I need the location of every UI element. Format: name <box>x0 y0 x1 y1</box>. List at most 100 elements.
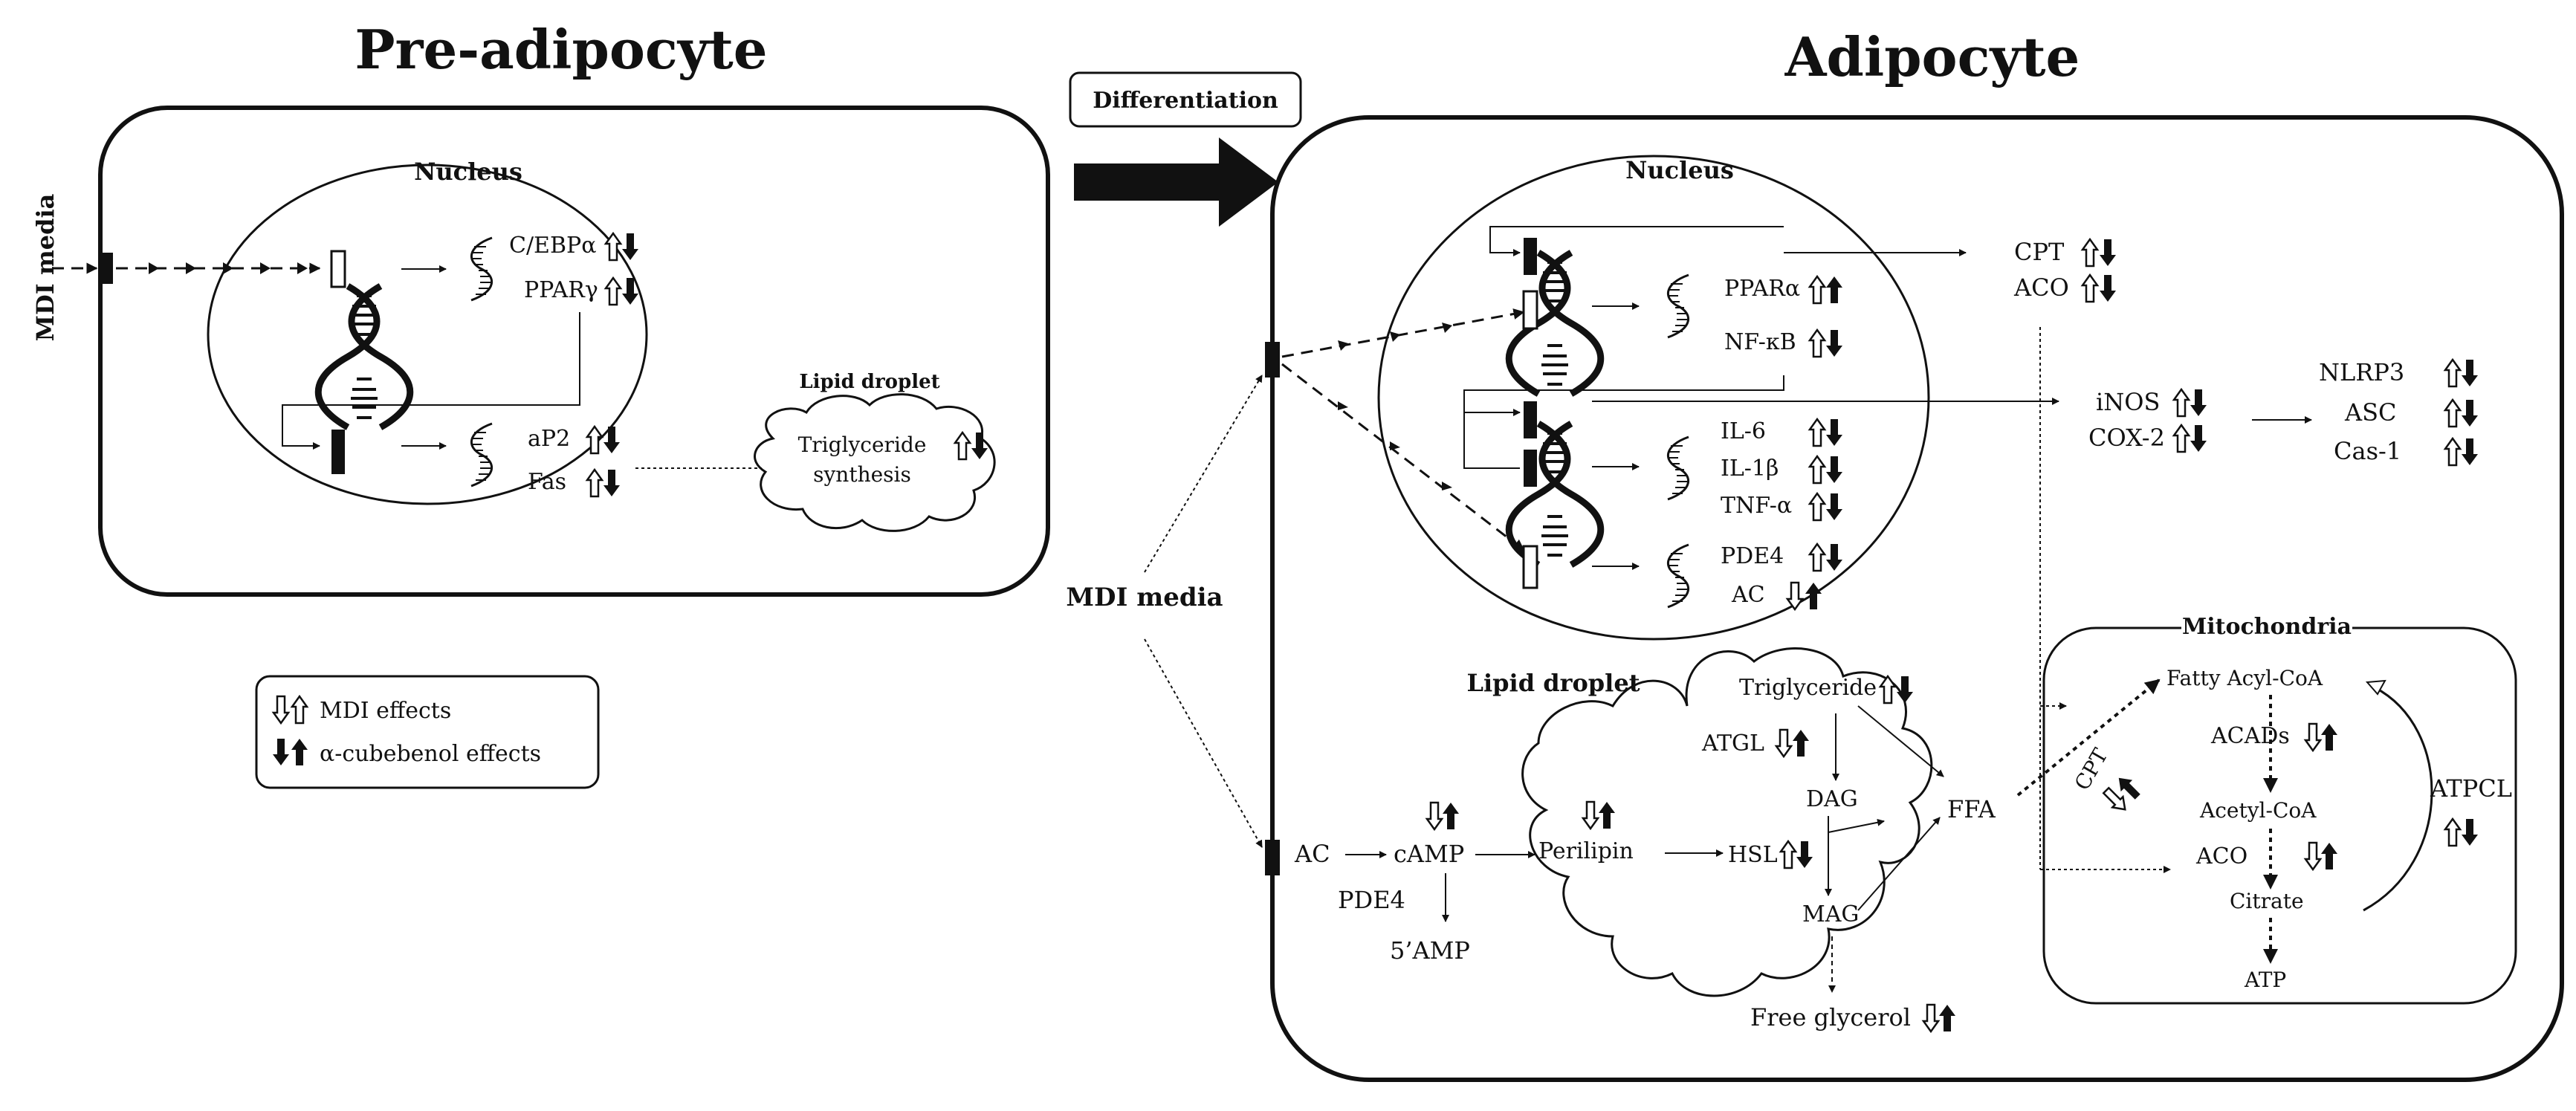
gene-il6: IL-6 <box>1721 418 1766 444</box>
mdi-up-arrow-icon <box>1808 275 1826 305</box>
gene-nfkb: NF-κB <box>1724 329 1796 355</box>
cpt-mito: CPT <box>2070 744 2113 794</box>
cox2: COX-2 <box>2088 424 2165 452</box>
cas1: Cas-1 <box>2334 437 2401 465</box>
cubebenol-down-arrow-icon <box>1796 841 1813 868</box>
mdi-up-arrow-icon <box>2081 238 2099 268</box>
hsl: HSL <box>1728 842 1778 868</box>
mdi-up-arrow-icon <box>2444 398 2462 428</box>
mdi-up-arrow-icon <box>291 695 308 725</box>
promoter-solid-icon <box>1524 238 1537 275</box>
receptor-right-top <box>1265 342 1280 378</box>
atp: ATP <box>2244 968 2286 992</box>
cubebenol-down-arrow-icon <box>2100 275 2116 302</box>
mdi-down-arrow-icon <box>2304 841 2322 871</box>
cubebenol-down-arrow-icon <box>2190 425 2207 452</box>
mitochondria-label: Mitochondria <box>2182 614 2352 640</box>
mdi-up-arrow-icon <box>1779 840 1797 869</box>
tg-synthesis-line2: synthesis <box>813 462 911 487</box>
mdi-down-arrow-icon <box>1775 728 1793 758</box>
lipid-droplet-label-left: Lipid droplet <box>799 371 939 393</box>
differentiation-box <box>1069 71 1302 128</box>
acetyl-coa: Acetyl-CoA <box>2199 798 2317 823</box>
aco-mito: ACO <box>2195 843 2247 869</box>
gene-cebpa: C/EBPα <box>509 233 596 259</box>
mag: MAG <box>1802 901 1859 927</box>
gene-ppara: PPARα <box>1724 276 1800 302</box>
promoter-hollow-icon <box>1522 290 1538 330</box>
mdi-down-arrow-icon <box>1425 801 1443 831</box>
cubebenol-down-arrow-icon <box>1826 544 1842 571</box>
gene-ppary: PPARγ <box>524 277 598 303</box>
gene-pde4: PDE4 <box>1721 543 1784 569</box>
cubebenol-down-arrow-icon <box>1826 456 1842 483</box>
ac-membrane: AC <box>1294 840 1330 868</box>
receptor-left <box>98 253 113 284</box>
gene-tnfa: TNF-α <box>1721 493 1792 519</box>
mrna-icon <box>1666 273 1690 339</box>
cubebenol-up-arrow-icon <box>1805 583 1822 609</box>
fatty-acyl-coa: Fatty Acyl-CoA <box>2166 666 2323 690</box>
adipocyte-title: Adipocyte <box>1784 25 2080 88</box>
cubebenol-down-arrow-icon <box>1826 330 1842 357</box>
mdi-up-arrow-icon <box>2172 424 2190 453</box>
gene-ap2: aP2 <box>528 426 570 452</box>
cubebenol-down-arrow-icon <box>2100 239 2116 266</box>
lipid-droplet-label-right: Lipid droplet <box>1467 669 1640 697</box>
promoter-solid-icon <box>1524 401 1537 438</box>
mdi-down-arrow-icon <box>1582 800 1599 830</box>
cubebenol-up-arrow-icon <box>1599 802 1615 829</box>
differentiation-arrow <box>1074 137 1278 227</box>
atpcl: ATPCL <box>2430 774 2512 803</box>
promoter-hollow-icon <box>330 250 346 288</box>
mdi-up-arrow-icon <box>2172 388 2190 418</box>
mdi-up-arrow-icon <box>1808 455 1826 485</box>
mdi-up-arrow-icon <box>1808 418 1826 447</box>
promoter-hollow-icon <box>1522 545 1538 589</box>
cubebenol-down-arrow-icon <box>622 233 638 260</box>
dna-icon <box>318 286 410 427</box>
gene-fas: Fas <box>528 469 566 495</box>
cubebenol-down-arrow-icon <box>1826 493 1842 520</box>
differentiation-label: Differentiation <box>1093 88 1278 114</box>
ffa: FFA <box>1947 795 1996 823</box>
gene-ac: AC <box>1731 582 1765 608</box>
lipid-droplet-right <box>1521 647 1933 997</box>
cubebenol-up-arrow-icon <box>2321 724 2337 751</box>
perilipin: Perilipin <box>1538 838 1634 864</box>
mdi-up-arrow-icon <box>2444 358 2462 388</box>
mdi-up-arrow-icon <box>586 468 603 498</box>
mrna-icon <box>1666 435 1690 501</box>
pre-adipocyte-title: Pre-adipocyte <box>355 18 767 81</box>
cubebenol-down-arrow-icon <box>971 433 988 459</box>
adipocyte-cell <box>1270 115 2564 1082</box>
cubebenol-down-arrow-icon <box>273 739 289 765</box>
nucleus-right <box>1377 155 1930 641</box>
nucleus-label-left: Nucleus <box>414 158 522 186</box>
cubebenol-down-arrow-icon <box>1826 419 1842 446</box>
legend-mdi: MDI effects <box>320 698 451 724</box>
mdi-up-arrow-icon <box>604 276 622 306</box>
cubebenol-down-arrow-icon <box>2462 438 2478 465</box>
nucleus-label-right: Nucleus <box>1625 156 1734 184</box>
asc: ASC <box>2344 398 2397 427</box>
promoter-solid-icon <box>1524 450 1537 487</box>
cubebenol-up-arrow-icon <box>291 739 308 765</box>
mdi-up-arrow-icon <box>2444 437 2462 467</box>
aco-top: ACO <box>2013 273 2069 302</box>
cubebenol-up-arrow-icon <box>1939 1005 1955 1031</box>
cubebenol-down-arrow-icon <box>2190 389 2207 416</box>
receptor-right-bottom <box>1265 840 1280 875</box>
cubebenol-down-arrow-icon <box>2462 400 2478 427</box>
mdi-down-arrow-icon <box>2304 722 2322 752</box>
atgl: ATGL <box>1701 731 1764 757</box>
gene-il1b: IL-1β <box>1721 456 1779 482</box>
nlrp3: NLRP3 <box>2319 358 2404 386</box>
camp: cAMP <box>1394 840 1464 868</box>
mdi-up-arrow-icon <box>2444 817 2462 847</box>
legend-box <box>255 675 600 789</box>
pre-adipocyte-cell <box>98 106 1050 597</box>
mdi-media-label-right: MDI media <box>1066 583 1223 612</box>
